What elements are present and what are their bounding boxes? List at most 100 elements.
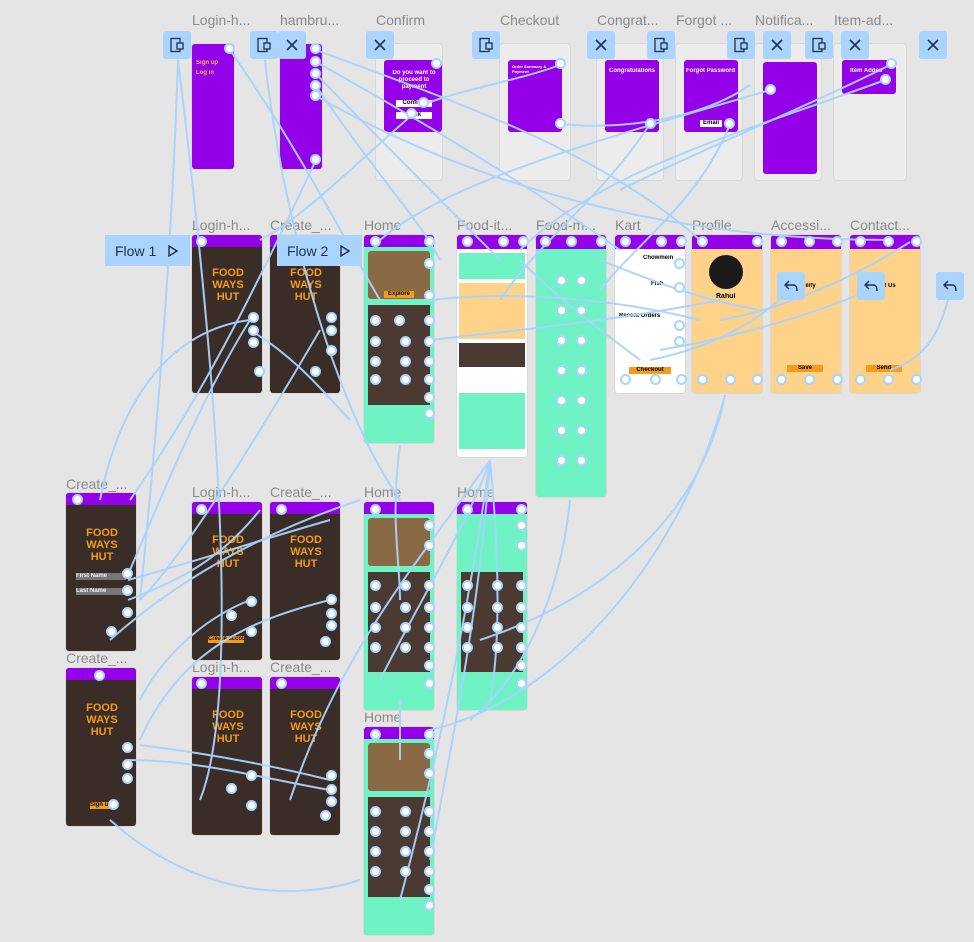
interaction-hotspot[interactable] xyxy=(310,43,321,54)
interaction-hotspot[interactable] xyxy=(196,236,207,247)
interaction-hotspot[interactable] xyxy=(424,748,435,759)
interaction-hotspot[interactable] xyxy=(370,336,381,347)
interaction-hotspot[interactable] xyxy=(424,678,435,689)
interaction-hotspot[interactable] xyxy=(676,374,687,385)
interaction-hotspot[interactable] xyxy=(424,236,435,247)
explore-button[interactable]: Explore xyxy=(384,291,414,298)
interaction-hotspot[interactable] xyxy=(697,374,708,385)
frame-label-home-4[interactable]: Home xyxy=(364,709,402,725)
interaction-hotspot[interactable] xyxy=(492,622,503,633)
interaction-hotspot[interactable] xyxy=(462,602,473,613)
interaction-hotspot[interactable] xyxy=(576,455,587,466)
interaction-hotspot[interactable] xyxy=(492,642,503,653)
interaction-hotspot[interactable] xyxy=(122,759,133,770)
interaction-hotspot[interactable] xyxy=(424,729,435,740)
interaction-hotspot[interactable] xyxy=(752,236,763,247)
signup-button[interactable]: Sign up xyxy=(90,802,112,809)
interaction-hotspot[interactable] xyxy=(462,236,473,247)
frame-label-create-left-1[interactable]: Create_... xyxy=(66,476,128,492)
frame-label-create-left-2[interactable]: Create_... xyxy=(66,650,128,666)
interaction-hotspot[interactable] xyxy=(462,642,473,653)
interaction-hotspot[interactable] xyxy=(394,315,405,326)
interaction-hotspot[interactable] xyxy=(424,336,435,347)
interaction-hotspot[interactable] xyxy=(424,806,435,817)
interaction-hotspot[interactable] xyxy=(752,374,763,385)
frame-accessibility[interactable]: Accessibility Save xyxy=(771,235,841,393)
interaction-hotspot[interactable] xyxy=(276,504,287,515)
frame-label-food-item[interactable]: Food-it... xyxy=(457,217,513,233)
interaction-hotspot[interactable] xyxy=(276,678,287,689)
interaction-hotspot[interactable] xyxy=(400,356,411,367)
interaction-hotspot[interactable] xyxy=(424,642,435,653)
frame-label-food-menu[interactable]: Food-m... xyxy=(536,217,596,233)
interaction-hotspot[interactable] xyxy=(370,642,381,653)
interaction-hotspot[interactable] xyxy=(370,315,381,326)
device-icon[interactable] xyxy=(163,31,191,59)
interaction-hotspot[interactable] xyxy=(555,118,566,129)
frame-forgot[interactable]: Forgot Password Email xyxy=(676,44,742,180)
interaction-hotspot[interactable] xyxy=(424,520,435,531)
frame-label-home-1[interactable]: Home xyxy=(364,217,402,233)
interaction-hotspot[interactable] xyxy=(424,602,435,613)
interaction-hotspot[interactable] xyxy=(674,282,685,293)
save-button[interactable]: Save xyxy=(787,365,823,372)
interaction-hotspot[interactable] xyxy=(370,806,381,817)
interaction-hotspot[interactable] xyxy=(556,455,567,466)
frame-label-create-3[interactable]: Create_... xyxy=(270,659,332,675)
interaction-hotspot[interactable] xyxy=(674,258,685,269)
interaction-hotspot[interactable] xyxy=(310,90,321,101)
interaction-hotspot[interactable] xyxy=(556,305,567,316)
interaction-hotspot[interactable] xyxy=(224,43,235,54)
play-icon[interactable] xyxy=(340,244,351,257)
interaction-hotspot[interactable] xyxy=(370,356,381,367)
interaction-hotspot[interactable] xyxy=(498,236,509,247)
frame-label-checkout[interactable]: Checkout xyxy=(500,12,560,28)
interaction-hotspot[interactable] xyxy=(516,540,527,551)
interaction-hotspot[interactable] xyxy=(226,610,237,621)
interaction-hotspot[interactable] xyxy=(516,504,527,515)
interaction-hotspot[interactable] xyxy=(424,866,435,877)
interaction-hotspot[interactable] xyxy=(424,356,435,367)
interaction-hotspot[interactable] xyxy=(370,846,381,857)
login-link[interactable]: Log in xyxy=(196,70,214,76)
interaction-hotspot[interactable] xyxy=(462,504,473,515)
interaction-hotspot[interactable] xyxy=(418,97,429,108)
interaction-hotspot[interactable] xyxy=(516,660,527,671)
interaction-hotspot[interactable] xyxy=(566,236,577,247)
frame-create-2[interactable]: FOOD WAYS HUT xyxy=(270,502,340,660)
checkout-button[interactable]: Checkout xyxy=(629,367,671,374)
frame-label-create-2[interactable]: Create_... xyxy=(270,484,332,500)
interaction-hotspot[interactable] xyxy=(310,68,321,79)
interaction-hotspot[interactable] xyxy=(246,800,257,811)
interaction-hotspot[interactable] xyxy=(431,58,442,69)
interaction-hotspot[interactable] xyxy=(400,806,411,817)
interaction-hotspot[interactable] xyxy=(725,374,736,385)
device-icon[interactable] xyxy=(727,31,755,59)
interaction-hotspot[interactable] xyxy=(516,580,527,591)
interaction-hotspot[interactable] xyxy=(911,236,922,247)
interaction-hotspot[interactable] xyxy=(804,374,815,385)
frame-food-item[interactable] xyxy=(457,235,527,457)
interaction-hotspot[interactable] xyxy=(516,602,527,613)
interaction-hotspot[interactable] xyxy=(576,425,587,436)
interaction-hotspot[interactable] xyxy=(540,236,551,247)
frame-label-create-1[interactable]: Create_... xyxy=(270,217,332,233)
frame-contact[interactable]: Contact Us Send xyxy=(850,235,920,393)
flow-2-starting-point[interactable]: Flow 2 xyxy=(277,235,362,266)
back-arrow-icon[interactable] xyxy=(936,272,964,300)
interaction-hotspot[interactable] xyxy=(196,678,207,689)
interaction-hotspot[interactable] xyxy=(697,236,708,247)
interaction-hotspot[interactable] xyxy=(320,636,331,647)
interaction-hotspot[interactable] xyxy=(122,607,133,618)
interaction-hotspot[interactable] xyxy=(576,335,587,346)
interaction-hotspot[interactable] xyxy=(326,770,337,781)
interaction-hotspot[interactable] xyxy=(462,622,473,633)
interaction-hotspot[interactable] xyxy=(326,345,337,356)
interaction-hotspot[interactable] xyxy=(620,236,631,247)
interaction-hotspot[interactable] xyxy=(246,770,257,781)
interaction-hotspot[interactable] xyxy=(674,336,685,347)
back-arrow-icon[interactable] xyxy=(857,272,885,300)
interaction-hotspot[interactable] xyxy=(492,602,503,613)
interaction-hotspot[interactable] xyxy=(400,846,411,857)
